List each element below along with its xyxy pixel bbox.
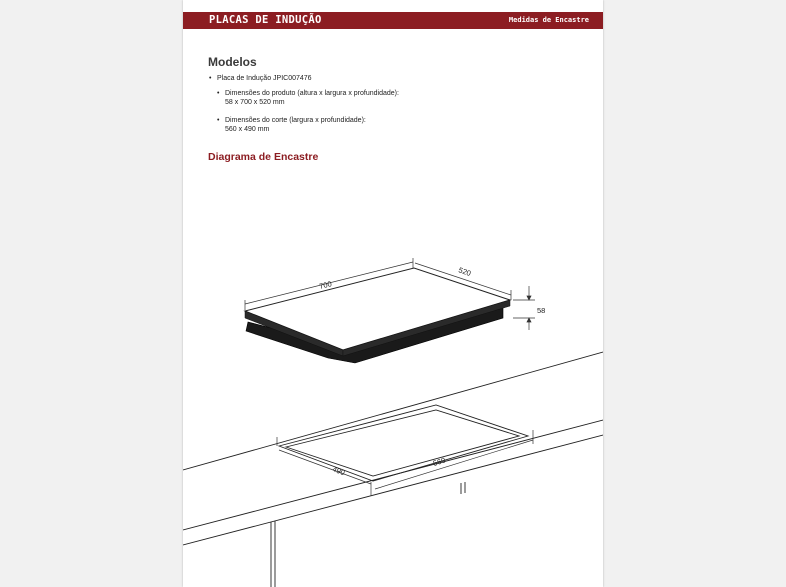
cut-dimensions-label: Dimensões do corte (largura x profundida… [225,117,366,124]
product-dimensions-value: 58 x 700 x 520 mm [225,99,285,106]
cut-depth-label: 490 [331,464,346,477]
installation-diagram: 700 520 58 [183,258,603,587]
document-page: PLACAS DE INDUÇÃO Medidas de Encastre Mo… [183,0,603,587]
product-dimensions-label: Dimensões do produto (altura x largura x… [225,90,399,97]
hob-dimension-lines [244,258,535,330]
hob-illustration [243,267,512,364]
cutout-dimension-lines [276,430,534,496]
diagram-title: Diagrama de Encastre [208,151,319,163]
cutout-illustration [277,404,530,482]
bullet-marker: • [217,90,220,97]
bullet-marker: • [209,75,212,82]
hob-depth-label: 520 [457,265,472,278]
countertop-illustration [183,351,603,587]
header-bar: PLACAS DE INDUÇÃO Medidas de Encastre [183,12,603,29]
header-title: PLACAS DE INDUÇÃO [209,14,322,26]
cut-width-label: 560 [432,456,447,468]
header-section-label: Medidas de Encastre [508,16,589,24]
hob-height-label: 58 [537,306,545,315]
product-model: Placa de Indução JPIC007476 [217,75,312,82]
bullet-marker: • [217,117,220,124]
hob-width-label: 700 [318,279,332,291]
models-heading: Modelos [208,55,257,69]
cut-dimensions-value: 560 x 490 mm [225,126,270,133]
